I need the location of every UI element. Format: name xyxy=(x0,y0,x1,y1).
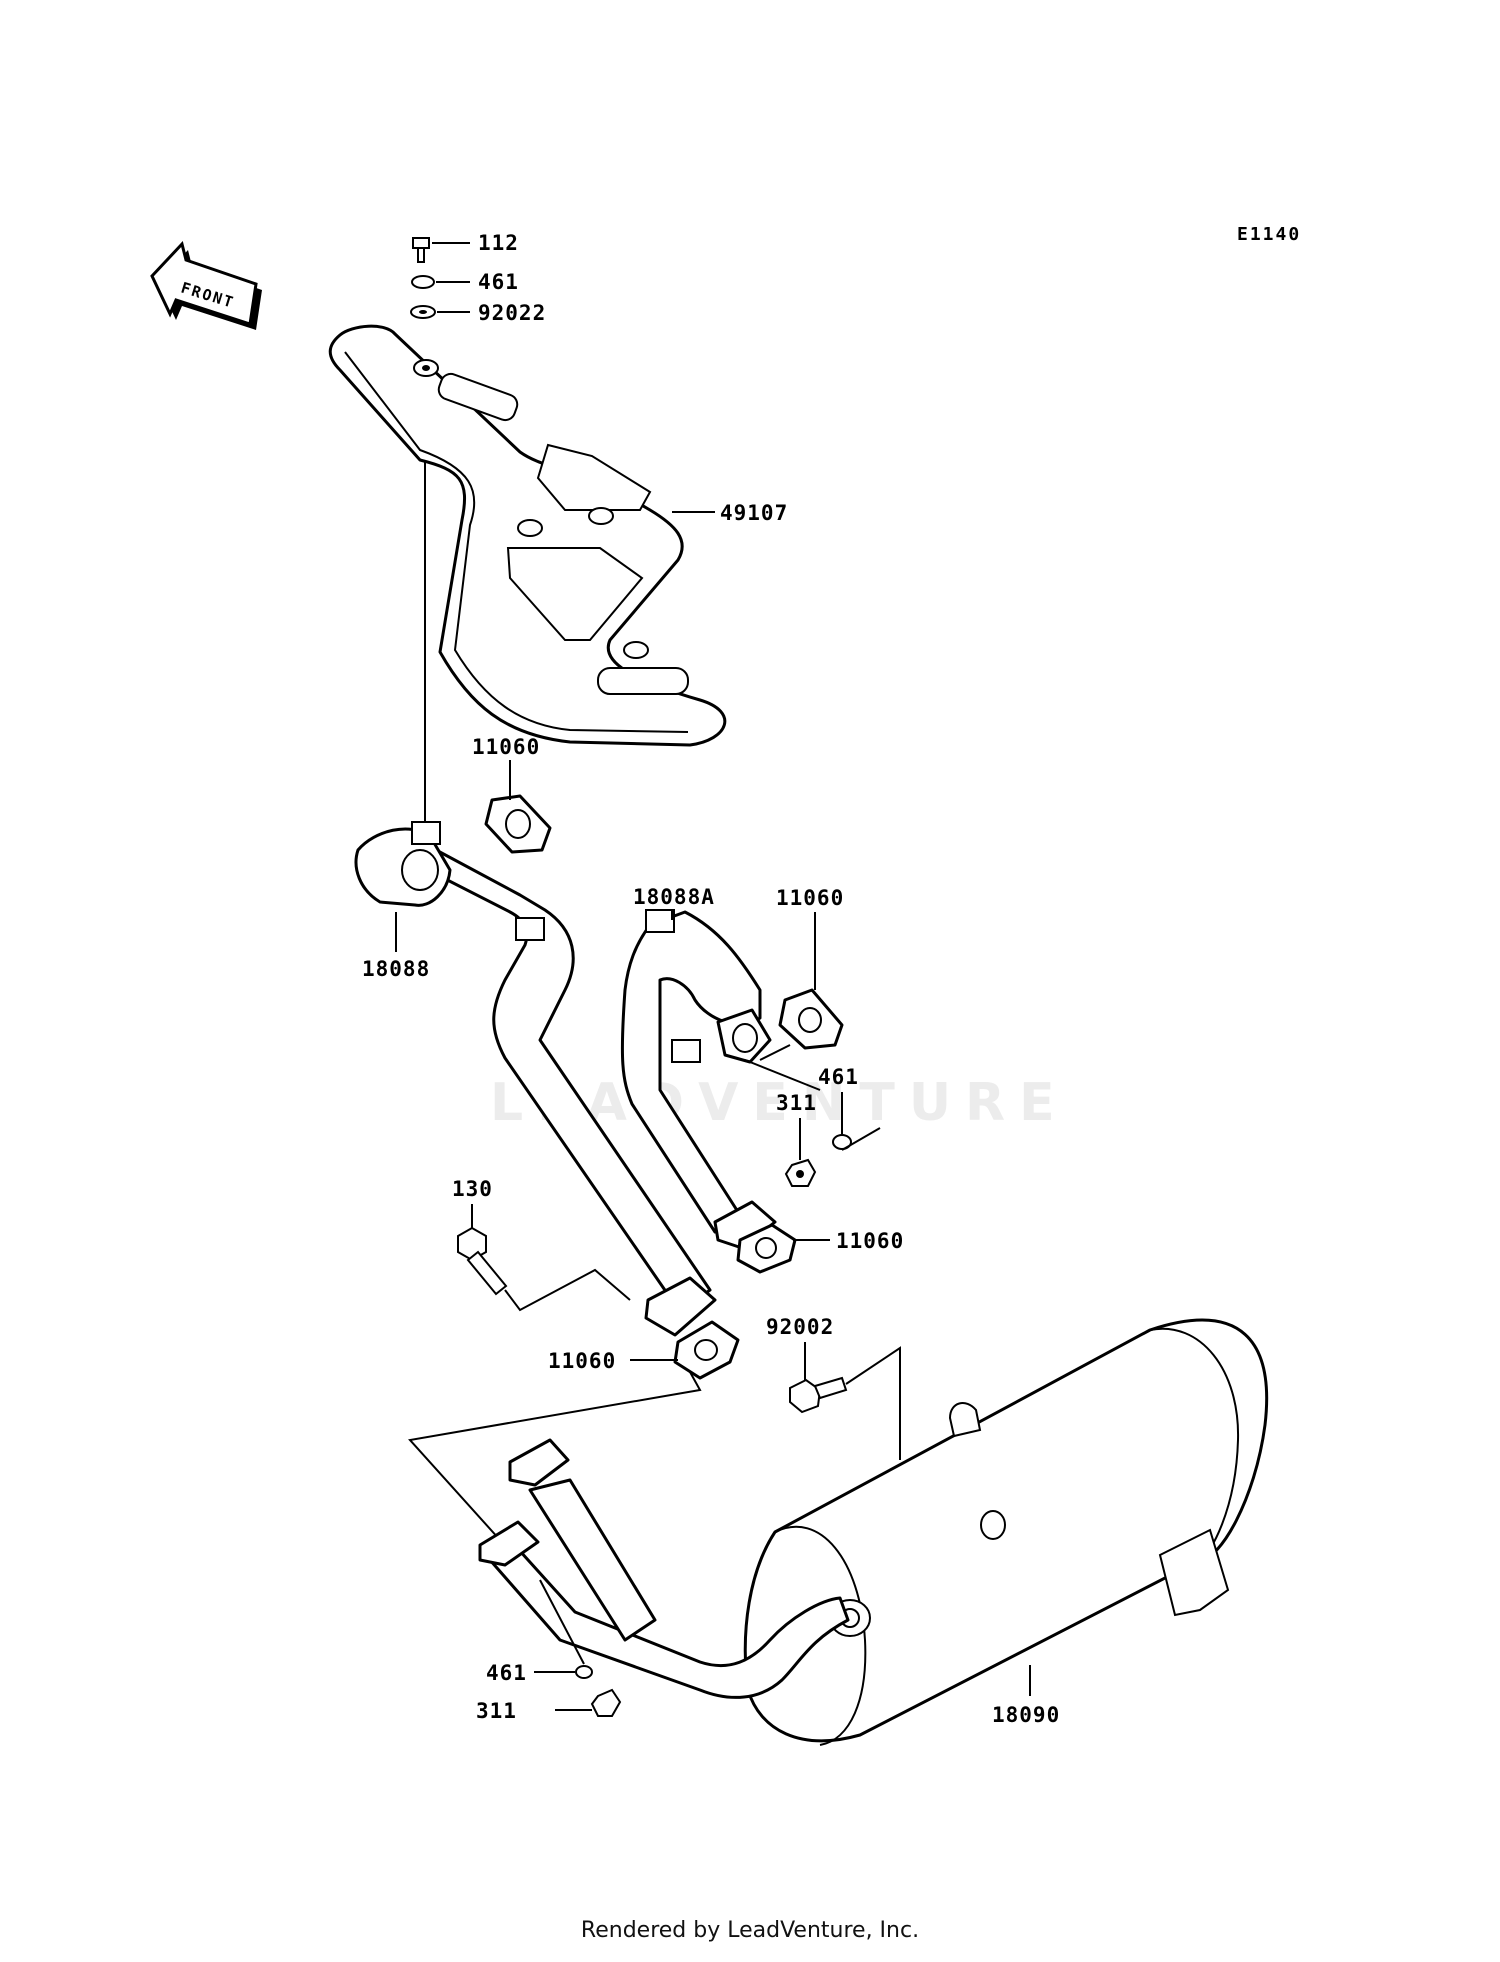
gasket-11060-a xyxy=(484,794,552,854)
gasket-11060-b xyxy=(778,988,844,1050)
front-arrow-icon: FRONT xyxy=(150,240,262,330)
diagram-code: E1140 xyxy=(1237,224,1301,245)
label-92002: 92002 xyxy=(766,1315,834,1339)
washer-461-top xyxy=(411,275,435,289)
gasket-11060-d xyxy=(673,1320,740,1380)
label-18090: 18090 xyxy=(992,1703,1060,1727)
nut-311-mid xyxy=(784,1158,817,1187)
bolt-92002 xyxy=(789,1376,848,1414)
label-11060-a: 11060 xyxy=(472,735,540,759)
muffler-18090 xyxy=(478,1318,1269,1746)
label-11060-c: 11060 xyxy=(836,1229,904,1253)
label-11060-d: 11060 xyxy=(548,1349,616,1373)
exhaust-pipe-18088a xyxy=(620,909,777,1250)
label-130: 130 xyxy=(452,1177,493,1201)
nut-311-bottom xyxy=(590,1688,622,1717)
exhaust-pipe-18088 xyxy=(354,821,717,1337)
label-461-bottom: 461 xyxy=(486,1661,527,1685)
heat-shield-49107 xyxy=(328,324,727,747)
label-18088a: 18088A xyxy=(633,885,715,909)
label-49107: 49107 xyxy=(720,501,788,525)
label-18088: 18088 xyxy=(362,957,430,981)
bolt-130 xyxy=(457,1226,508,1296)
washer-461-bottom xyxy=(575,1665,593,1679)
label-112: 112 xyxy=(478,231,519,255)
label-461-mid: 461 xyxy=(818,1065,859,1089)
gasket-11060-c xyxy=(736,1223,797,1274)
label-92022: 92022 xyxy=(478,301,546,325)
bolt-112 xyxy=(412,237,430,263)
washer-92022 xyxy=(410,305,436,319)
label-311-mid: 311 xyxy=(776,1091,817,1115)
label-461-top: 461 xyxy=(478,270,519,294)
label-11060-b: 11060 xyxy=(776,886,844,910)
label-311-bottom: 311 xyxy=(476,1699,517,1723)
footer-credit: Rendered by LeadVenture, Inc. xyxy=(580,1918,920,1943)
